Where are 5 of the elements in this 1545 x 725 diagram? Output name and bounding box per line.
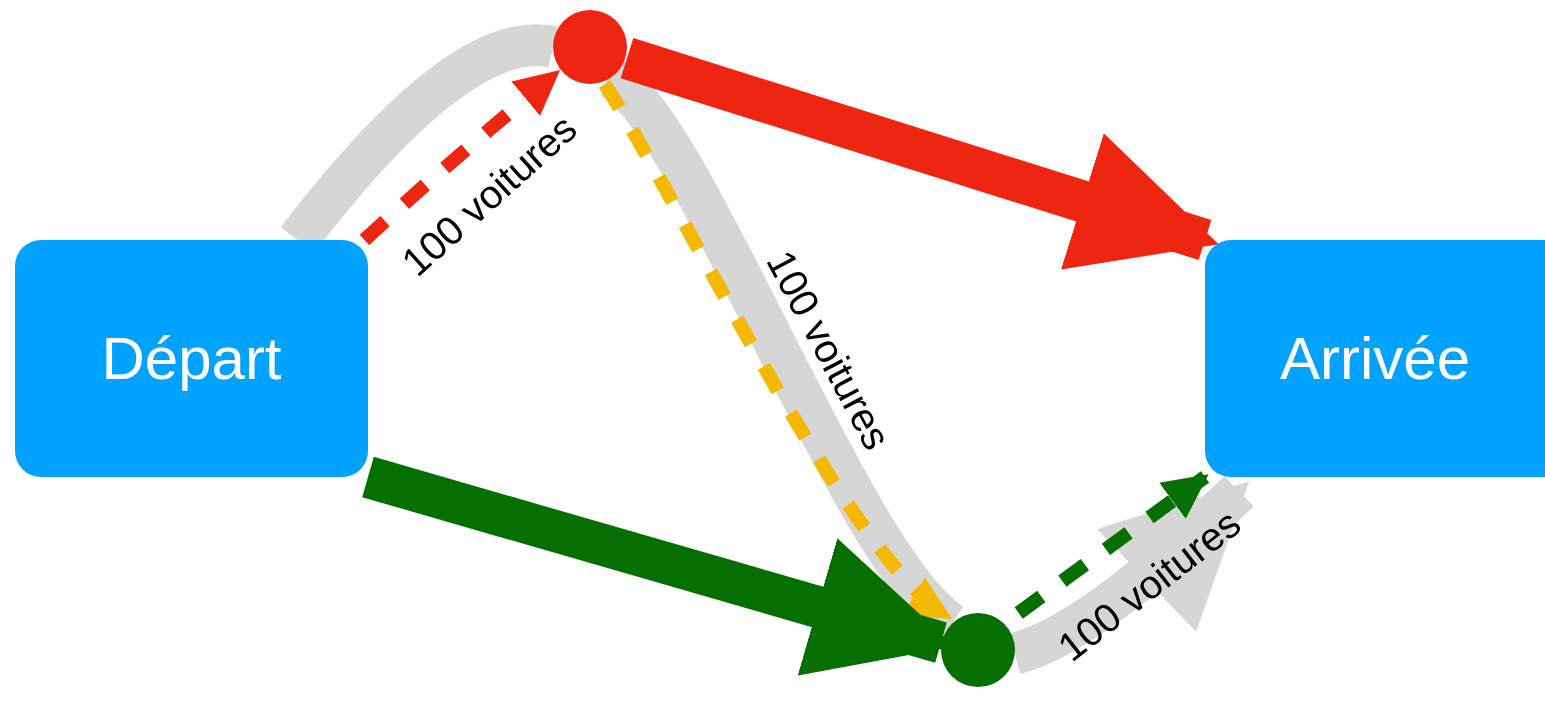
arrow xyxy=(359,67,562,246)
arrow xyxy=(620,38,1219,270)
location-box: Départ xyxy=(15,240,368,477)
location-box: Arrivée xyxy=(1205,240,1545,477)
arrow xyxy=(1014,471,1210,619)
